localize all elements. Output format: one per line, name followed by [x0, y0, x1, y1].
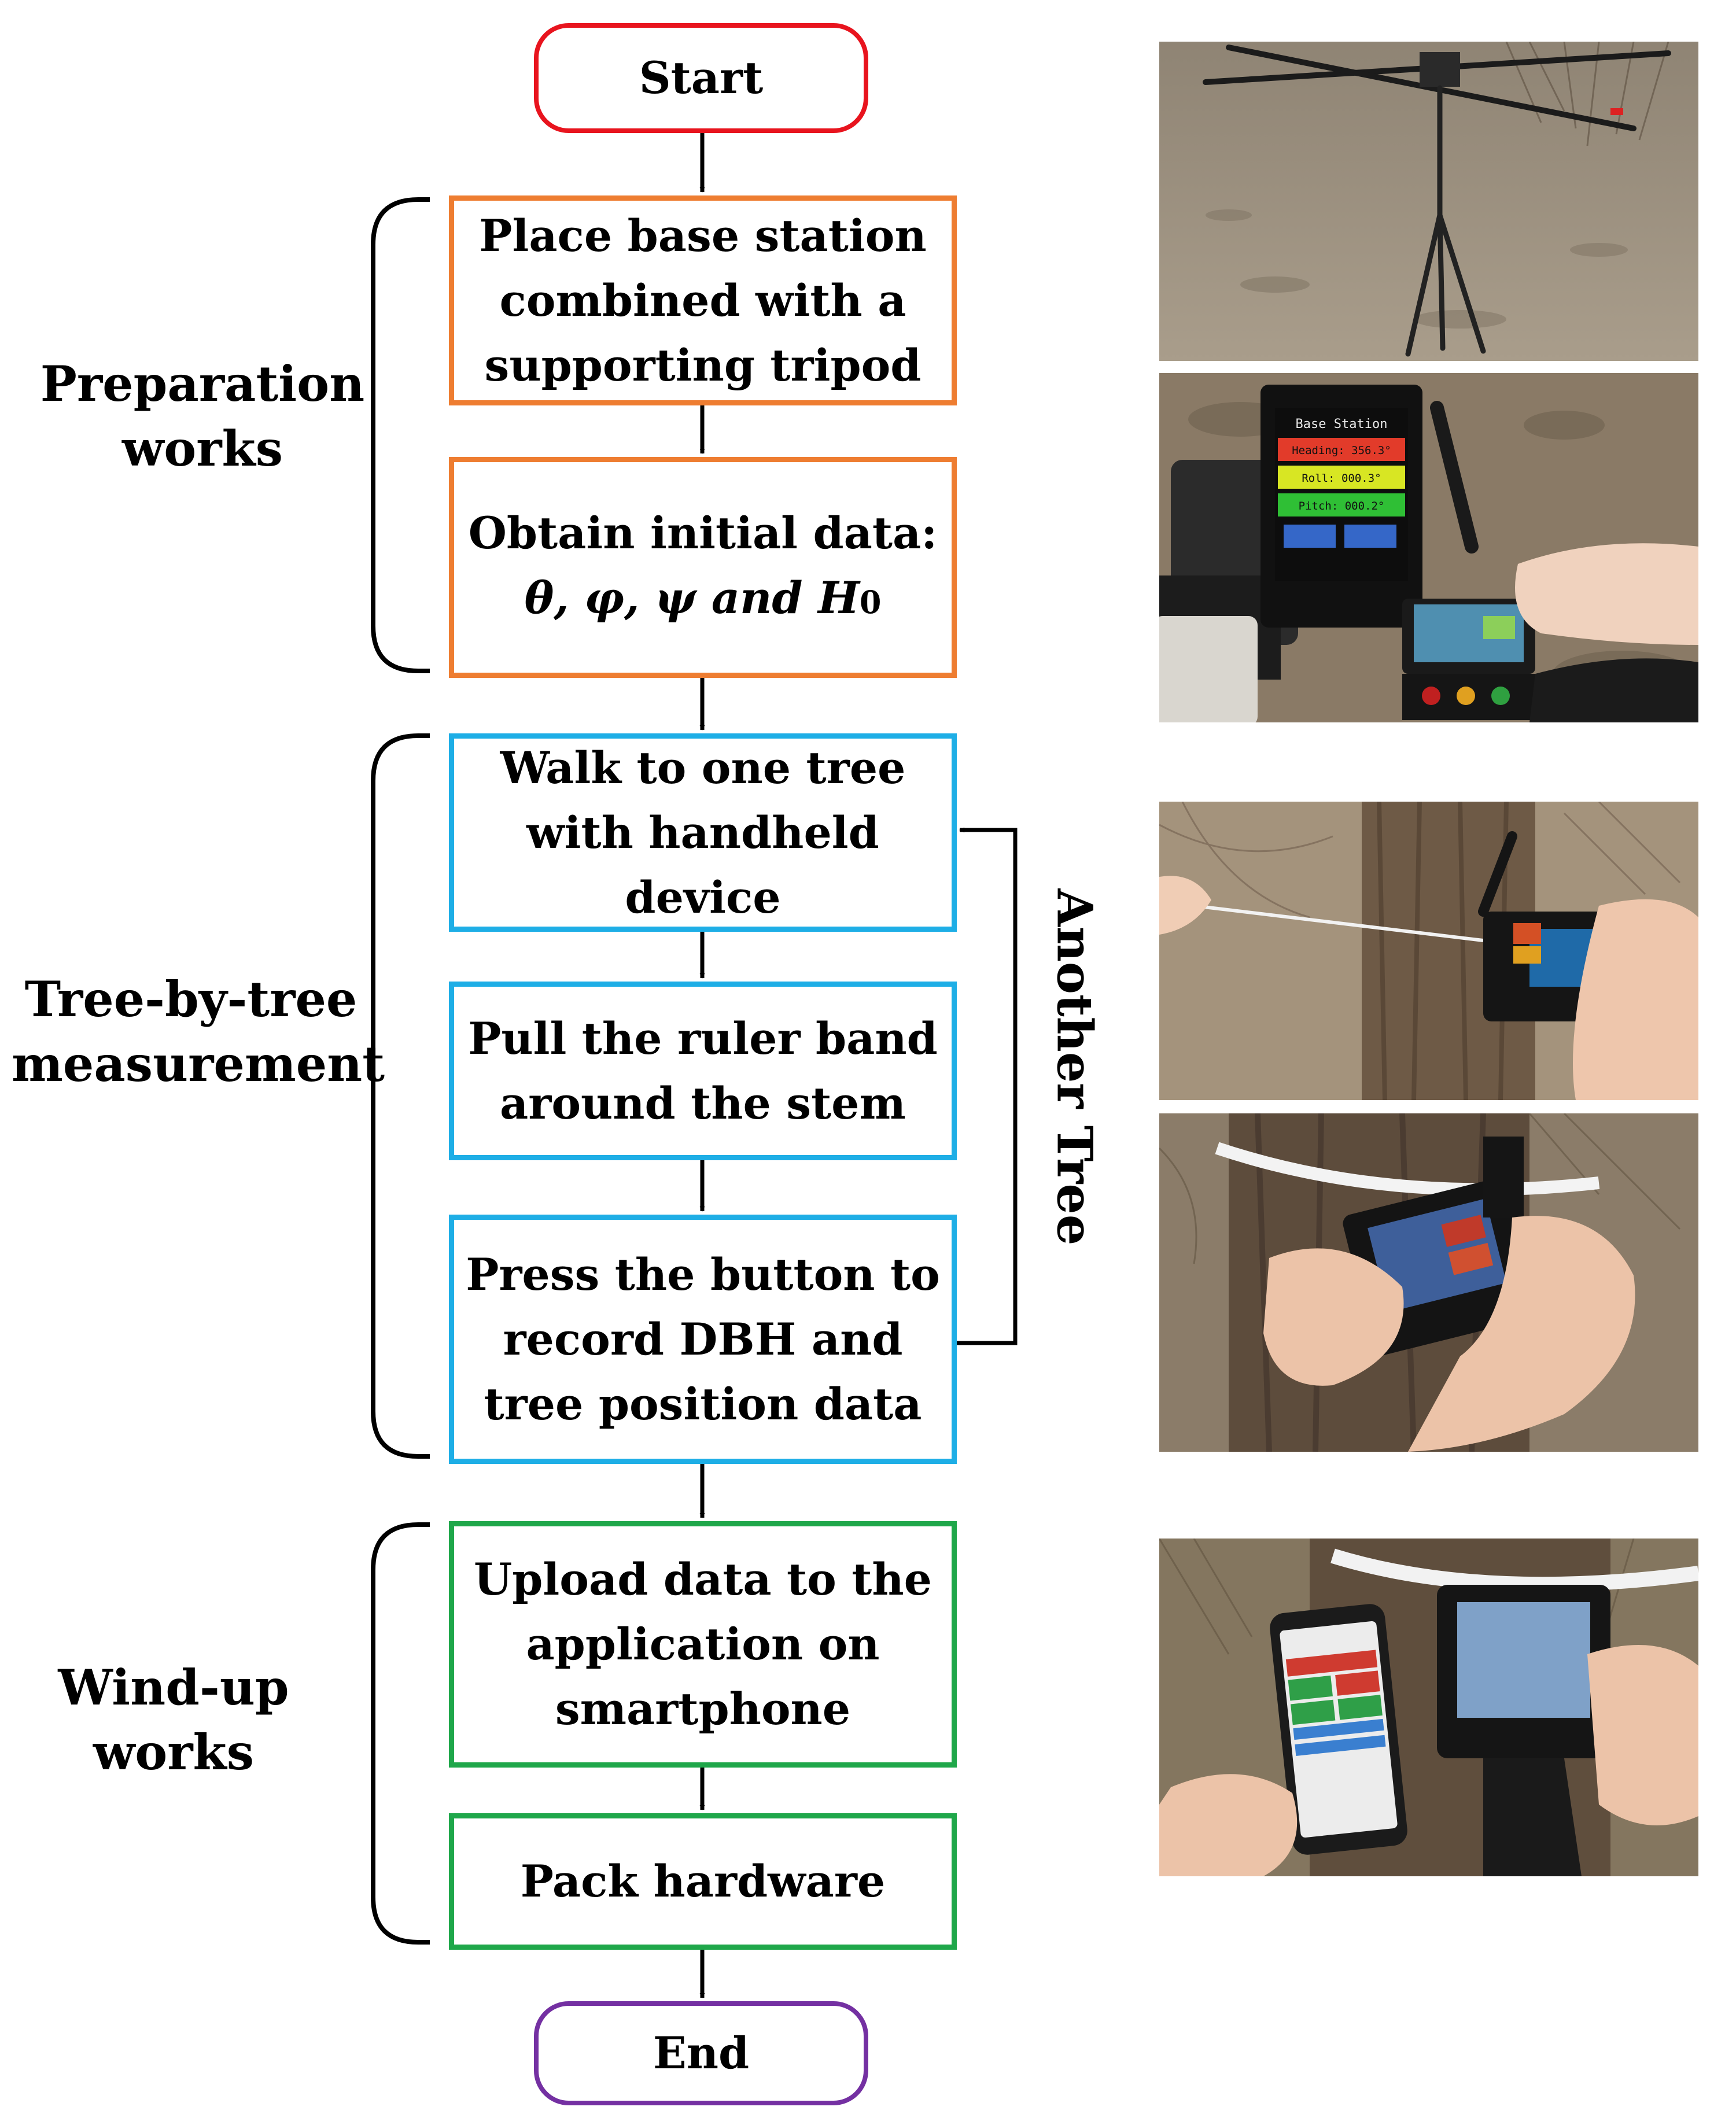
end-label: End [653, 2027, 750, 2079]
end-terminal: End [534, 2001, 868, 2105]
step-line: record DBH and [503, 1313, 903, 1365]
step-line: Upload data to the [474, 1554, 932, 1605]
step-line: Place base station [479, 209, 927, 261]
brace-measurement [371, 733, 430, 1459]
base-station-box [1420, 52, 1460, 87]
formula-symbol: H [818, 571, 860, 623]
step-line: Obtain initial data: [468, 507, 938, 559]
step-line: application on [526, 1618, 880, 1670]
step-line: combined with a [499, 274, 906, 326]
step-place-base-station: Place base station combined with a suppo… [449, 195, 957, 405]
step-line: Walk to one tree [500, 741, 906, 794]
group-label-measurement: Tree-by-tree measurement [12, 971, 385, 1093]
step-pack-hardware: Pack hardware [449, 1813, 957, 1950]
group-label-preparation: Preparation works [40, 355, 365, 477]
step-pull-ruler-band: Pull the ruler band around the stem [449, 982, 957, 1160]
base-station-heading: Heading: 356.3° [1292, 444, 1391, 457]
step-line: supporting tripod [484, 339, 922, 391]
base-station-roll: Roll: 000.3° [1302, 472, 1381, 485]
step-line: device [625, 871, 781, 923]
step-line: smartphone [555, 1683, 851, 1735]
base-station-screen-title: Base Station [1296, 417, 1388, 431]
step-line: tree position data [484, 1378, 922, 1430]
step-line: around the stem [500, 1077, 906, 1129]
step-line: Pack hardware [520, 1855, 886, 1907]
step-line: Pull the ruler band [468, 1012, 938, 1064]
photo-smartphone-upload [1159, 1539, 1698, 1876]
photo-tripod-base-station [1159, 42, 1698, 361]
step-obtain-initial-data: Obtain initial data: θ, φ, ψ and H0 [449, 457, 957, 678]
formula-greek-symbols: θ, φ, ψ [524, 571, 696, 623]
step-press-button: Press the button to record DBH and tree … [449, 1215, 957, 1464]
loop-arrow-another-tree [953, 827, 1018, 1345]
group-label-windup: Wind-up works [58, 1659, 289, 1781]
initial-data-formula: θ, φ, ψ and H0 [525, 566, 882, 634]
brace-preparation [371, 197, 430, 673]
formula-subscript: 0 [859, 583, 882, 621]
start-terminal: Start [534, 23, 868, 133]
step-line: Press the button to [466, 1248, 940, 1300]
brace-windup [371, 1522, 430, 1945]
step-line: with handheld [526, 806, 879, 858]
photo-pulling-ruler-band [1159, 802, 1698, 1100]
photo-base-station-screen: Base Station Heading: 356.3° Roll: 000.3… [1159, 373, 1698, 722]
step-walk-to-tree: Walk to one tree with handheld device [449, 733, 957, 932]
step-upload-data: Upload data to the application on smartp… [449, 1521, 957, 1768]
base-station-pitch: Pitch: 000.2° [1299, 500, 1385, 512]
photo-pressing-button [1159, 1113, 1698, 1452]
start-label: Start [639, 52, 764, 104]
formula-connector: and [696, 571, 818, 623]
